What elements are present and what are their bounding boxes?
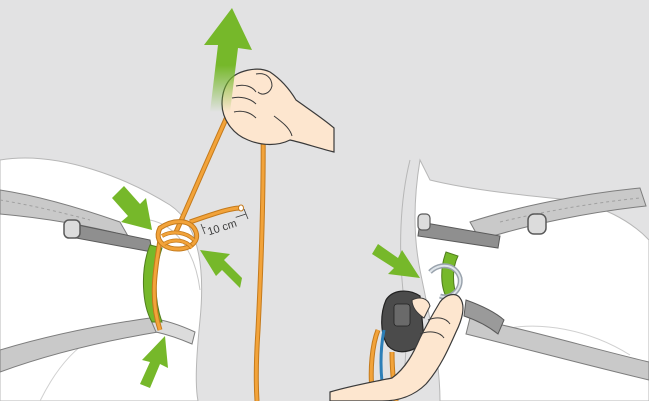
green-arrow-icon <box>372 244 420 278</box>
buckle-icon <box>528 214 546 234</box>
left-climber-body <box>0 158 202 401</box>
buckle-icon <box>64 220 80 238</box>
green-arrow-icon <box>200 250 242 288</box>
measurement-label: 10 cm <box>206 218 238 239</box>
pulling-hand <box>222 69 334 152</box>
